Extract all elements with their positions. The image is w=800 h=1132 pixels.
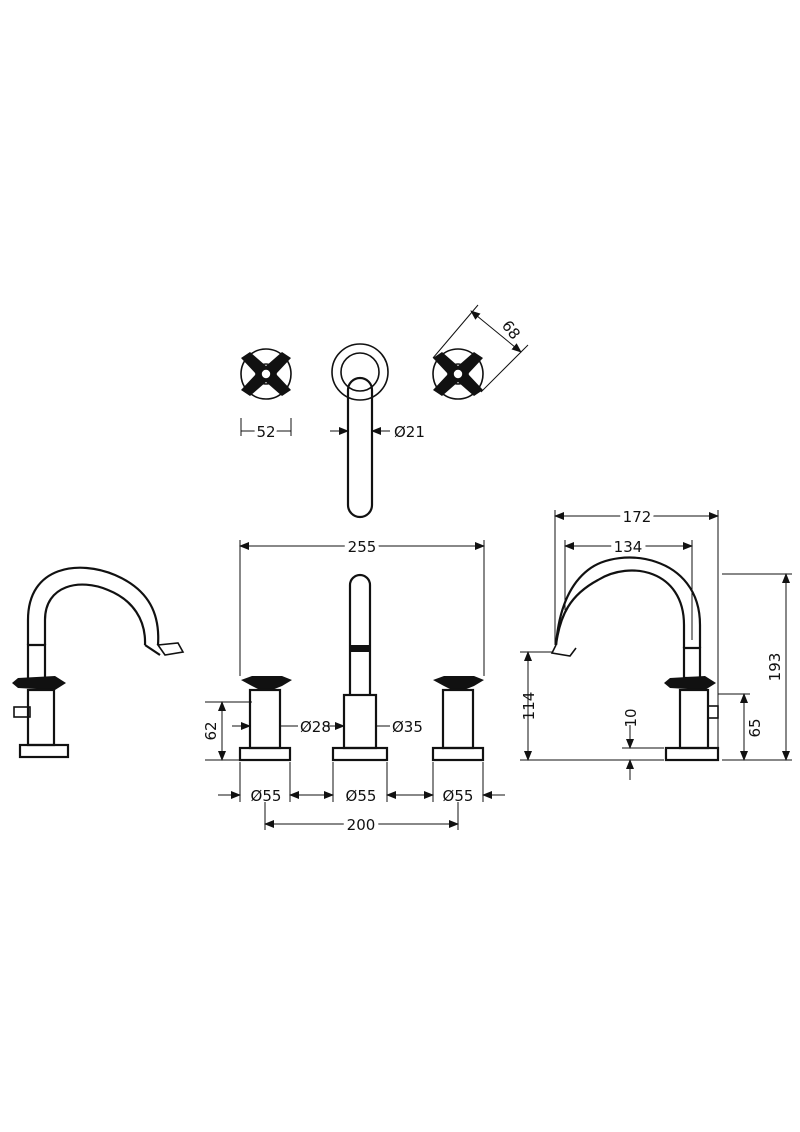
base-diameter-center-label: Ø55 xyxy=(346,787,377,805)
overall-height-label: 193 xyxy=(766,653,784,682)
overall-width-label: 255 xyxy=(348,538,377,556)
spout-plan xyxy=(331,343,389,519)
plan-view: 52 Ø21 68 xyxy=(240,304,529,519)
right-handle-plan xyxy=(432,348,484,400)
spout-reach-label: 134 xyxy=(614,538,643,556)
right-side-view: 172 134 193 114 10 65 xyxy=(520,504,792,780)
right-handle-front xyxy=(431,676,485,762)
rosette-diagonal-label: 68 xyxy=(498,317,524,343)
left-handle-front xyxy=(238,676,292,762)
spout-body-diameter-label: Ø35 xyxy=(392,718,423,736)
side-handle-height-label: 65 xyxy=(746,718,764,737)
spout-diameter-label: Ø21 xyxy=(394,423,425,441)
spout-front xyxy=(331,573,389,762)
handle-height-label: 62 xyxy=(202,721,220,740)
left-side-view xyxy=(12,566,185,759)
handle-width-label: 52 xyxy=(256,423,275,441)
spout-outlet-height-label: 114 xyxy=(520,692,538,721)
base-diameter-left-label: Ø55 xyxy=(251,787,282,805)
projection-label: 172 xyxy=(623,508,652,526)
handle-body-diameter-label: Ø28 xyxy=(300,718,331,736)
left-handle-plan xyxy=(240,348,292,400)
base-height-label: 10 xyxy=(622,708,640,727)
tap-centres-label: 200 xyxy=(347,816,376,834)
front-view: 255 62 Ø28 Ø35 Ø55 Ø55 Ø55 200 xyxy=(199,534,505,838)
